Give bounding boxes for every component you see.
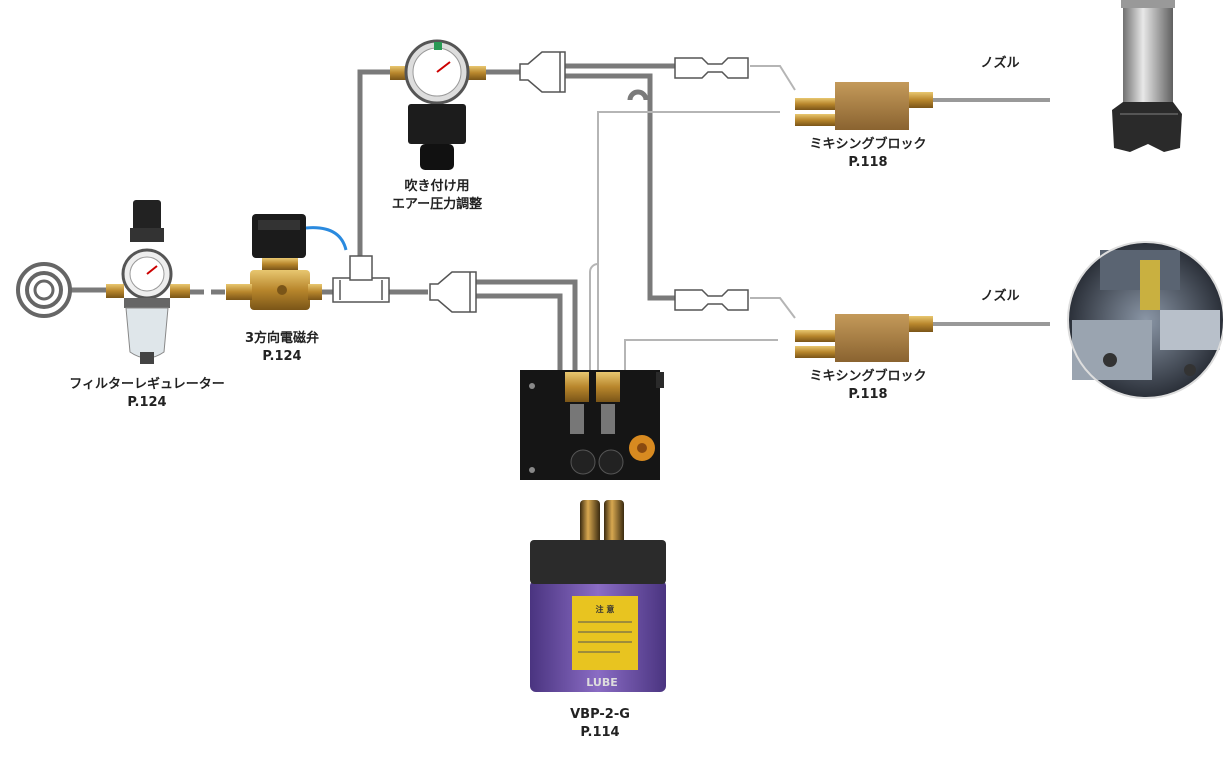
mixing-block-1-name: ミキシングブロック [809, 137, 927, 152]
machine-closeup-image [1067, 241, 1223, 399]
filter-regulator-page: P.124 [127, 395, 167, 410]
air-regulator-label: 吹き付け用 エアー圧力調整 [392, 178, 482, 214]
air-line-lower-a [476, 279, 578, 370]
oil-line-to-block-2 [624, 339, 778, 370]
mixing-block-2-page: P.118 [848, 387, 888, 402]
oil-line-to-block-1 [597, 111, 780, 370]
svg-text:LUBE: LUBE [586, 676, 617, 689]
mixing-block-2-name: ミキシングブロック [809, 369, 927, 384]
oil-lines [589, 65, 796, 370]
oil-line-connector-block-1 [750, 65, 796, 91]
air-regulator-image [390, 39, 486, 170]
lower-coupler-icon [429, 271, 477, 313]
solenoid-valve-name: 3方向電磁弁 [244, 331, 320, 346]
cutting-tool-image [1112, 0, 1182, 152]
air-line-tee-to-regulator [357, 69, 390, 262]
pump-tank-image: 注 意 LUBE [530, 500, 666, 692]
mixing-block-2-label: ミキシングブロック P.118 [809, 368, 926, 404]
solenoid-valve-image [226, 214, 348, 310]
mixing-block-1-image [795, 82, 1050, 130]
air-line-upper-b [565, 73, 675, 301]
upper-coupler-icon [519, 51, 566, 93]
oil-line-connector-block-2 [750, 297, 796, 319]
solenoid-valve-page: P.124 [262, 349, 302, 364]
air-regulator-line1: 吹き付け用 [404, 179, 470, 194]
nozzle-1-name: ノズル [980, 56, 1020, 71]
air-source-icon [16, 262, 72, 318]
oil-line-crossover [589, 263, 599, 370]
nozzle-1-label: ノズル [980, 55, 1019, 73]
svg-text:注 意: 注 意 [596, 604, 615, 614]
filter-regulator-name: フィルターレギュレーター [69, 377, 225, 392]
solenoid-valve-label: 3方向電磁弁 P.124 [245, 330, 319, 366]
mixing-block-2-image [795, 314, 1050, 362]
pump-label: VBP-2-G P.114 [570, 706, 630, 742]
warning-label [572, 596, 638, 670]
air-regulator-line2: エアー圧力調整 [391, 197, 483, 212]
nozzle-2-label: ノズル [980, 288, 1019, 306]
filter-regulator-image [106, 200, 190, 364]
connector-2-icon [674, 289, 749, 311]
pump-page: P.114 [580, 725, 620, 740]
line-hop [627, 89, 649, 101]
tee-fitting-icon [332, 255, 390, 303]
mixing-block-1-label: ミキシングブロック P.118 [809, 136, 926, 172]
connector-1-icon [674, 57, 749, 79]
pump-name: VBP-2-G [570, 707, 630, 722]
air-lines [70, 63, 675, 370]
mixing-block-1-page: P.118 [848, 155, 888, 170]
pump-controller-image [520, 370, 664, 480]
nozzle-2-name: ノズル [980, 289, 1020, 304]
filter-regulator-label: フィルターレギュレーター P.124 [69, 376, 224, 412]
air-line-lower-b [476, 293, 563, 370]
